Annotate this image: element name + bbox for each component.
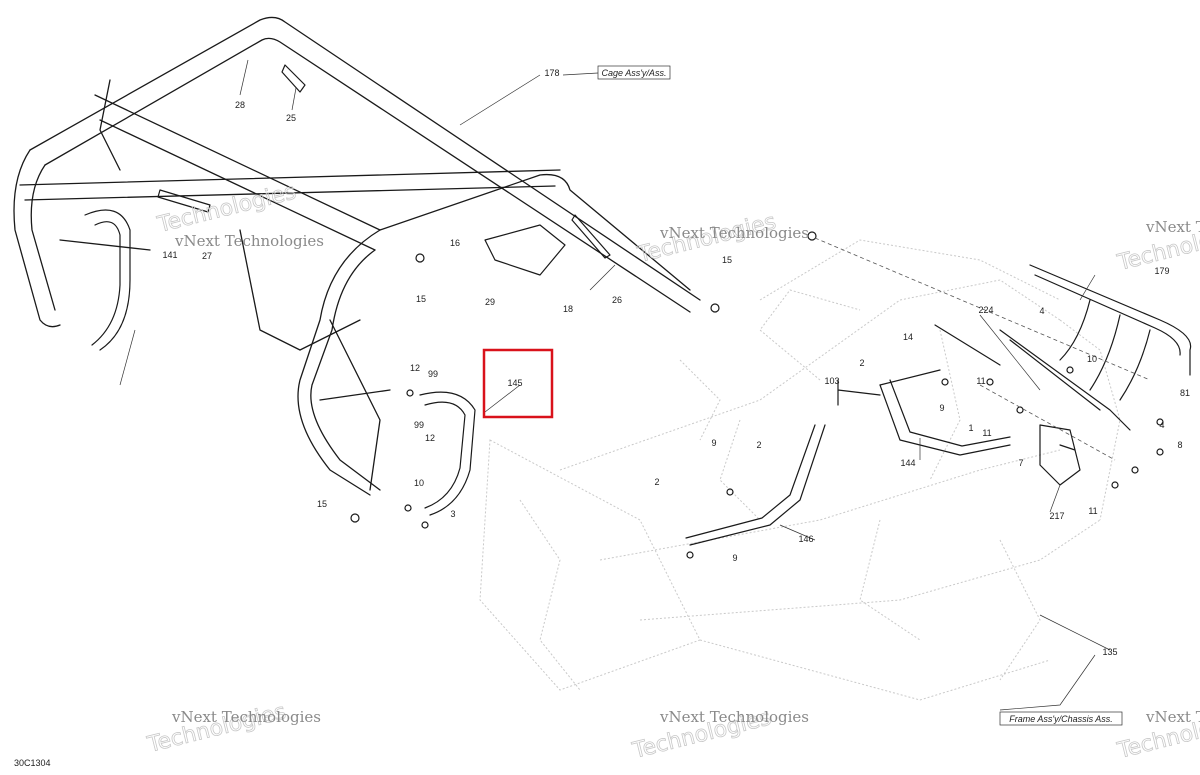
callout-2c[interactable]: 2: [859, 358, 864, 368]
alignment-lines: [814, 237, 1151, 461]
callout-7[interactable]: 7: [1018, 458, 1023, 468]
cage-assembly[interactable]: [13, 16, 701, 496]
callout-28[interactable]: 28: [235, 100, 245, 110]
leader-lines: [119, 59, 1111, 711]
svg-text:vNext Technologies: vNext Technologies: [659, 224, 809, 242]
callout-18[interactable]: 18: [563, 304, 573, 314]
callout-135[interactable]: 135: [1102, 647, 1117, 657]
callout-146[interactable]: 146: [798, 534, 813, 544]
callout-4a[interactable]: 4: [1039, 306, 1044, 316]
svg-text:vNext Technologies: vNext Technologies: [1145, 708, 1200, 726]
callout-9a[interactable]: 9: [711, 438, 716, 448]
svg-text:vNext Technologies: vNext Technologies: [1145, 218, 1200, 236]
hardware-parts: [157, 64, 1164, 559]
callout-2a[interactable]: 2: [756, 440, 761, 450]
callout-141[interactable]: 141: [162, 250, 177, 260]
svg-text:vNext Technologies: vNext Technologies: [171, 708, 321, 726]
frame-assembly-label[interactable]: Frame Ass'y/Chassis Ass.: [999, 711, 1123, 726]
diagram-id: 30C1304: [14, 758, 51, 768]
callout-9c[interactable]: 9: [939, 403, 944, 413]
callout-81[interactable]: 81: [1180, 388, 1190, 398]
frame-ghost: [479, 239, 1121, 701]
callout-99a[interactable]: 99: [428, 369, 438, 379]
callout-15a[interactable]: 15: [416, 294, 426, 304]
callout-1[interactable]: 1: [968, 423, 973, 433]
callout-145[interactable]: 145: [507, 378, 522, 388]
part-145-tube[interactable]: [419, 391, 476, 516]
callout-12b[interactable]: 12: [425, 433, 435, 443]
callout-14[interactable]: 14: [903, 332, 913, 342]
part-141-tube[interactable]: [84, 209, 131, 351]
callout-224[interactable]: 224: [978, 305, 993, 315]
callout-179[interactable]: 179: [1154, 266, 1169, 276]
callout-103[interactable]: 103: [824, 376, 839, 386]
callout-25[interactable]: 25: [286, 113, 296, 123]
callout-16[interactable]: 16: [450, 238, 460, 248]
callout-15c[interactable]: 15: [317, 499, 327, 509]
callout-9b[interactable]: 9: [732, 553, 737, 563]
callout-99b[interactable]: 99: [414, 420, 424, 430]
cage-assembly-label[interactable]: Cage Ass'y/Ass.: [597, 65, 671, 80]
svg-text:Technologies: Technologies: [154, 179, 298, 238]
callout-11b[interactable]: 11: [982, 428, 991, 438]
svg-text:Cage Ass'y/Ass.: Cage Ass'y/Ass.: [602, 68, 667, 78]
callout-8[interactable]: 8: [1177, 440, 1182, 450]
callout-144[interactable]: 144: [900, 458, 915, 468]
svg-text:Frame Ass'y/Chassis Ass.: Frame Ass'y/Chassis Ass.: [1009, 714, 1113, 724]
part-144-tube[interactable]: [837, 369, 1011, 456]
callout-29[interactable]: 29: [485, 297, 495, 307]
callout-217[interactable]: 217: [1049, 511, 1064, 521]
watermarks: Technologies vNext Technologies Technolo…: [144, 179, 1200, 764]
callout-11a[interactable]: 11: [976, 376, 985, 386]
svg-text:vNext Technologies: vNext Technologies: [174, 232, 324, 250]
callout-4b[interactable]: 4: [1159, 420, 1164, 430]
callout-10a[interactable]: 10: [414, 478, 424, 488]
callout-11c[interactable]: 11: [1088, 506, 1097, 516]
part-179-guard[interactable]: [999, 264, 1192, 431]
callout-2b[interactable]: 2: [654, 477, 659, 487]
callout-12a[interactable]: 12: [410, 363, 420, 373]
svg-text:vNext Technologies: vNext Technologies: [659, 708, 809, 726]
part-146-tube[interactable]: [685, 424, 826, 546]
callout-3[interactable]: 3: [450, 509, 455, 519]
callout-26[interactable]: 26: [612, 295, 622, 305]
callout-27[interactable]: 27: [202, 251, 212, 261]
callout-10b[interactable]: 10: [1087, 354, 1097, 364]
callout-15b[interactable]: 15: [722, 255, 732, 265]
part-217-bracket[interactable]: [1039, 424, 1081, 486]
callout-178[interactable]: 178: [544, 68, 559, 78]
highlight-box-145: [482, 348, 554, 419]
